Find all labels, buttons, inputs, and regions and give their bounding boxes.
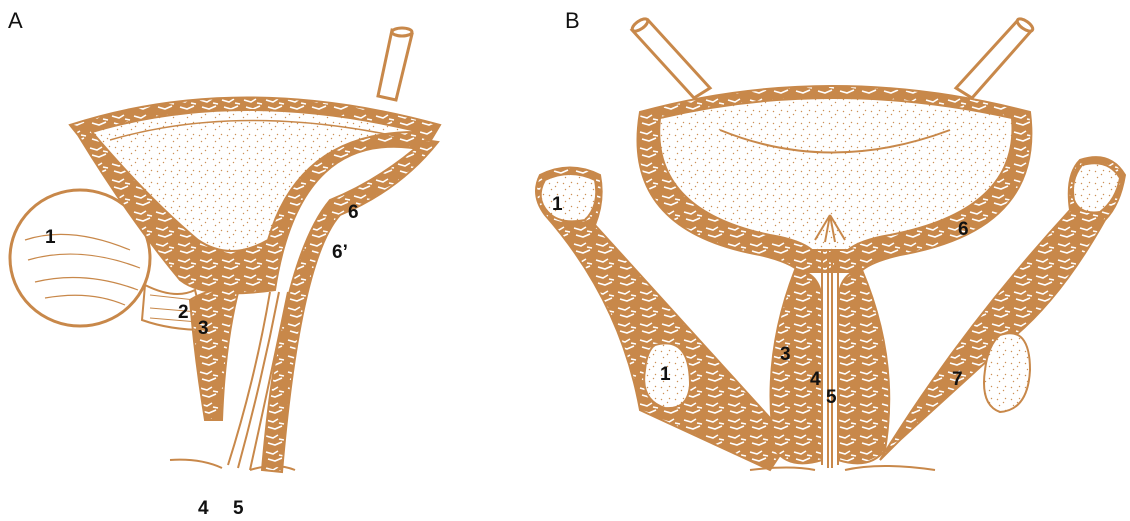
label-a-4: 4 [198, 498, 209, 519]
ureter-a [378, 28, 412, 100]
label-a-3: 3 [198, 318, 209, 339]
panel-b: B [536, 8, 1125, 470]
label-a-1: 1 [45, 227, 56, 248]
label-b-7: 7 [952, 369, 963, 390]
label-b-6: 6 [958, 219, 969, 240]
panel-a-letter: A [8, 8, 23, 33]
label-b-3: 3 [780, 344, 791, 365]
panel-a: A 1 2 3 4 5 [8, 8, 440, 519]
bladder-b [638, 86, 1032, 272]
label-a-5: 5 [233, 498, 244, 519]
urethra-b [750, 250, 935, 470]
label-b-1-lower: 1 [660, 364, 671, 385]
label-b-1-upper: 1 [552, 194, 563, 215]
label-a-6-prime: 6’ [332, 242, 348, 263]
label-a-2: 2 [178, 302, 189, 323]
panel-b-letter: B [565, 8, 580, 33]
label-b-4: 4 [810, 369, 821, 390]
label-a-6: 6 [348, 202, 359, 223]
label-b-5: 5 [826, 387, 837, 408]
